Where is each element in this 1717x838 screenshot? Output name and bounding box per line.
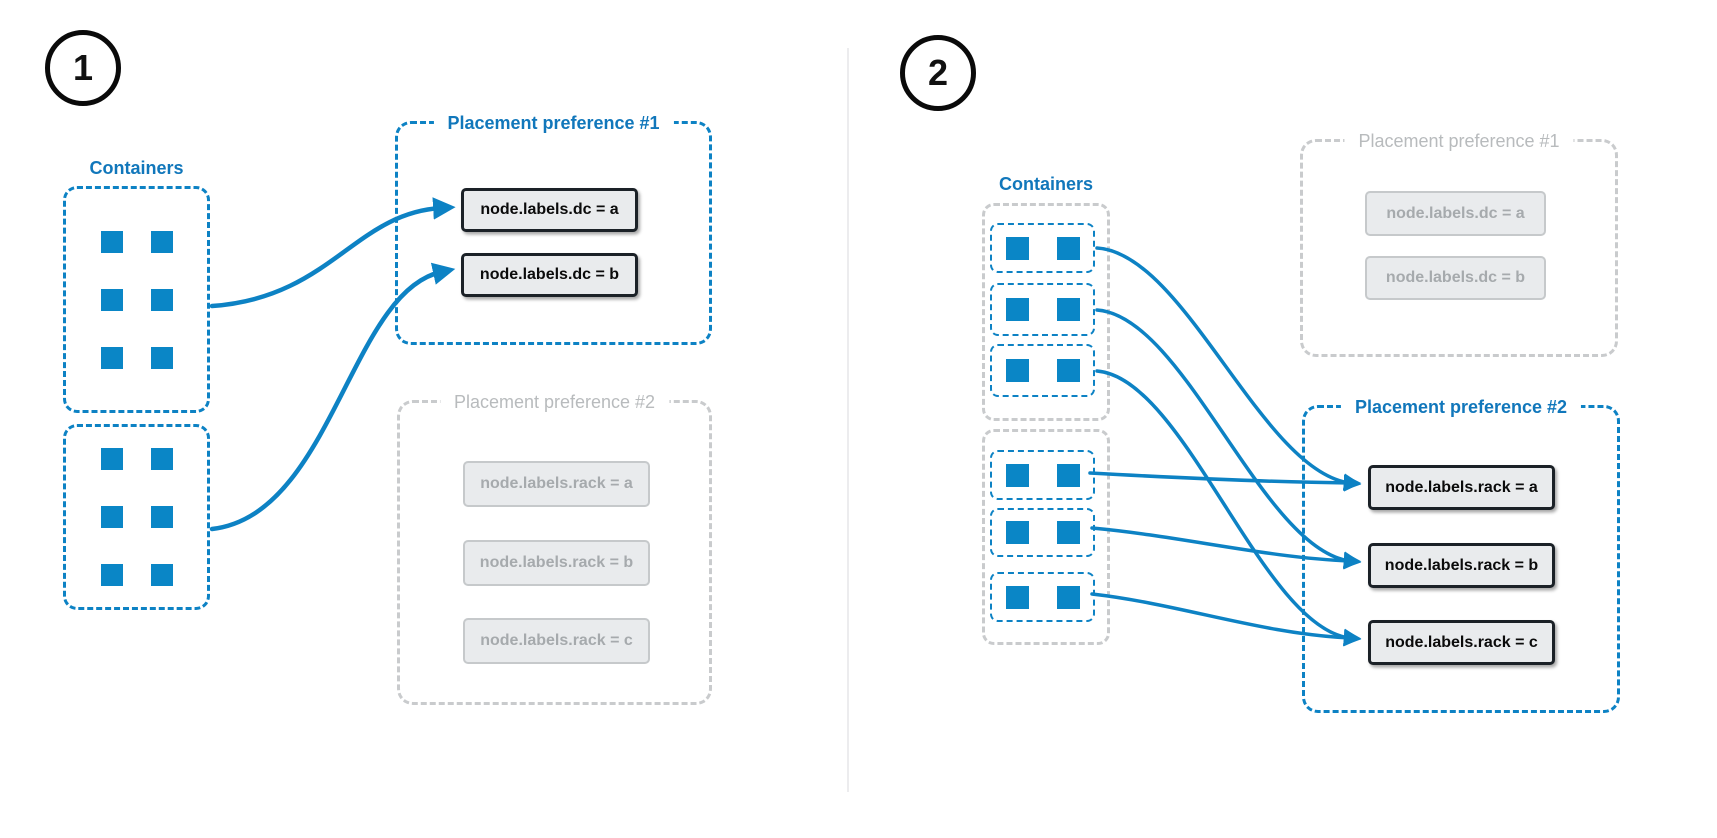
container-square [1056,298,1080,321]
preference-item: node.labels.dc = b [461,253,638,297]
preference-title: Placement preference #2 [1340,397,1582,419]
container-square [1005,359,1029,382]
placement-preference-1-box: Placement preference #1 node.labels.dc =… [395,113,712,345]
placement-preference-1-box: Placement preference #1 node.labels.dc =… [1300,131,1618,357]
container-square [100,230,123,253]
container-square [150,506,173,528]
preference-title: Placement preference #2 [439,392,670,414]
preference-item: node.labels.rack = c [463,618,650,664]
container-box [990,223,1095,273]
container-square [100,288,123,311]
container-box [990,283,1095,336]
preference-item: node.labels.dc = b [1365,256,1546,300]
preference-title: Placement preference #1 [1344,131,1574,153]
container-square [1056,236,1080,260]
container-box [990,572,1095,622]
container-square [1056,463,1080,487]
container-square [1056,521,1080,544]
container-box [990,450,1095,500]
container-square [150,448,173,470]
preference-item: node.labels.rack = b [463,540,650,586]
preference-item: node.labels.rack = b [1368,543,1555,588]
container-box [990,508,1095,557]
container-square [150,564,173,586]
containers-label: Containers [998,174,1094,194]
container-square [1005,298,1029,321]
container-box [990,344,1095,397]
panel-divider [847,48,849,792]
container-square [1005,585,1029,609]
container-square [150,288,173,311]
preference-item: node.labels.rack = a [463,461,650,507]
containers-label: Containers [89,158,184,178]
container-square [1056,359,1080,382]
step-2-badge: 2 [900,35,976,111]
placement-preference-2-box: Placement preference #2 node.labels.rack… [1302,397,1620,713]
preference-item: node.labels.dc = a [1365,191,1546,236]
container-square [100,564,123,586]
container-square [1056,585,1080,609]
container-square [100,448,123,470]
container-square [1005,236,1029,260]
preference-item: node.labels.dc = a [461,188,638,232]
step-1-badge: 1 [45,30,121,106]
placement-preference-2-box: Placement preference #2 node.labels.rack… [397,392,712,705]
container-square [150,230,173,253]
container-square [1005,521,1029,544]
preference-title: Placement preference #1 [433,113,674,135]
preference-item: node.labels.rack = a [1368,465,1555,510]
container-square [100,506,123,528]
container-square [1005,463,1029,487]
preference-item: node.labels.rack = c [1368,620,1555,665]
container-square [150,346,173,369]
container-square [100,346,123,369]
container-group [63,424,210,610]
container-group [63,186,210,413]
